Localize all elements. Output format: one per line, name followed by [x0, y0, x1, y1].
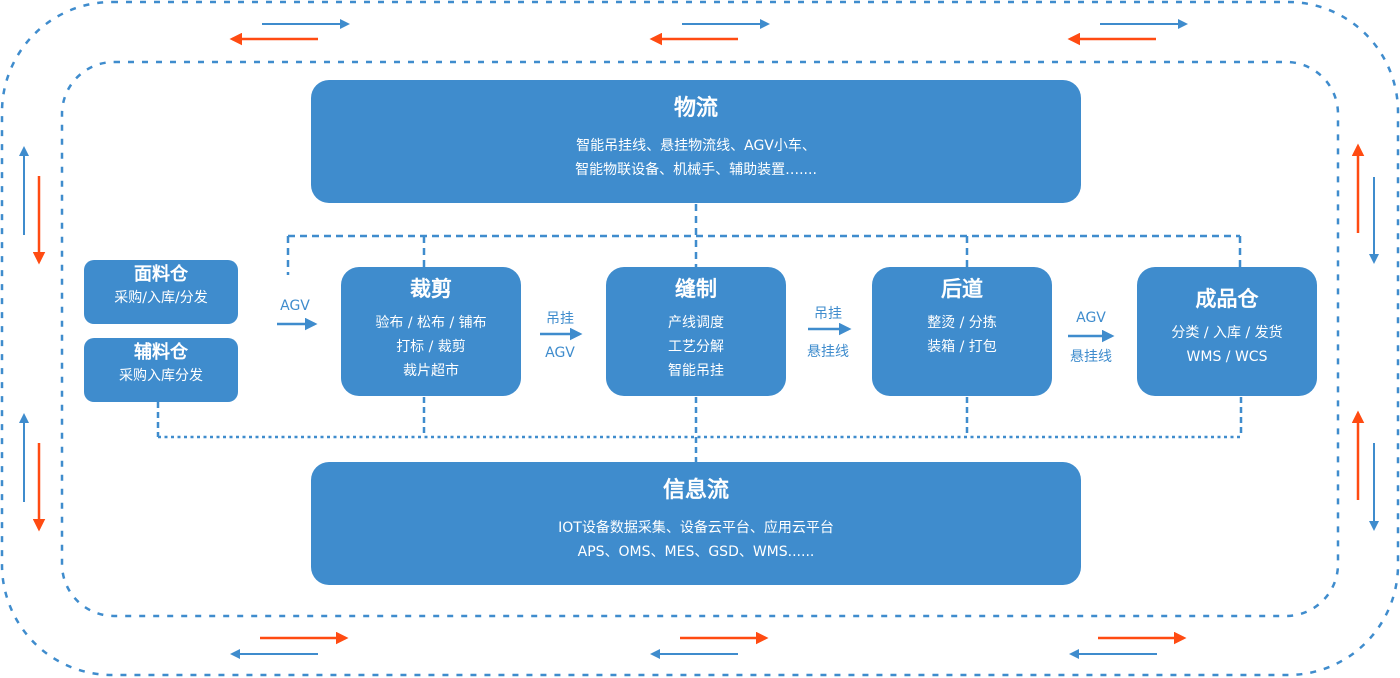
process-line: 工艺分解	[668, 339, 724, 355]
cutting-box: 裁剪 验布 / 松布 / 铺布 打标 / 裁剪 裁片超市	[341, 267, 521, 396]
accessory-warehouse-box: 辅料仓 采购入库分发	[84, 338, 238, 402]
fabric-warehouse-box: 面料仓 采购/入库/分发	[84, 260, 238, 324]
stage-arrows	[277, 317, 1115, 343]
information-box: 信息流 IOT设备数据采集、设备云平台、应用云平台 APS、OMS、MES、GS…	[311, 462, 1081, 585]
logistics-box: 物流 智能吊挂线、悬挂物流线、AGV小车、 智能物联设备、机械手、辅助装置…..…	[311, 80, 1081, 203]
inner-loop-track	[60, 60, 1340, 618]
process-line: 智能吊挂	[668, 363, 724, 379]
process-line: 整烫 / 分拣	[927, 315, 997, 331]
process-line: 验布 / 松布 / 铺布	[375, 315, 487, 331]
connector-label-top: 吊挂	[546, 311, 574, 327]
warehouse-title: 辅料仓	[134, 342, 188, 363]
connector-label-bottom: AGV	[545, 345, 575, 361]
process-line: WMS / WCS	[1186, 349, 1268, 365]
finishing-box: 后道 整烫 / 分拣 装箱 / 打包	[872, 267, 1052, 396]
process-title: 裁剪	[410, 277, 452, 301]
process-title: 后道	[941, 277, 983, 301]
logistics-line: 智能吊挂线、悬挂物流线、AGV小车、	[576, 138, 816, 154]
process-line: 打标 / 裁剪	[396, 339, 466, 355]
top-loop-arrows	[229, 19, 1188, 46]
information-links	[156, 397, 1243, 462]
logistics-title: 物流	[673, 96, 718, 121]
process-line: 产线调度	[668, 315, 724, 331]
sewing-box: 缝制 产线调度 工艺分解 智能吊挂	[606, 267, 786, 396]
right-loop-arrows	[1351, 143, 1379, 531]
process-line: 装箱 / 打包	[927, 339, 997, 355]
warehouse-line: 采购/入库/分发	[114, 290, 208, 306]
process-line: 分类 / 入库 / 发货	[1171, 325, 1283, 341]
finished-goods-box: 成品仓 分类 / 入库 / 发货 WMS / WCS	[1137, 267, 1317, 396]
warehouse-title: 面料仓	[134, 264, 188, 285]
connector-label-bottom: 悬挂线	[807, 344, 849, 360]
connector-label-top: 吊挂	[814, 306, 842, 322]
logistics-line: 智能物联设备、机械手、辅助装置…....	[575, 162, 817, 178]
warehouse-line: 采购入库分发	[119, 368, 203, 384]
information-line: APS、OMS、MES、GSD、WMS......	[577, 544, 815, 560]
logistics-links	[286, 204, 1242, 275]
process-title: 成品仓	[1195, 287, 1259, 311]
process-title: 缝制	[675, 277, 717, 301]
information-title: 信息流	[662, 478, 729, 503]
process-line: 裁片超市	[403, 363, 459, 379]
connector-label-bottom: 悬挂线	[1070, 349, 1112, 365]
left-loop-arrows	[19, 146, 46, 532]
information-line: IOT设备数据采集、设备云平台、应用云平台	[558, 520, 834, 536]
connector-label-top: AGV	[1076, 310, 1106, 326]
bottom-loop-arrows	[230, 631, 1187, 659]
connector-label-top: AGV	[280, 298, 310, 314]
